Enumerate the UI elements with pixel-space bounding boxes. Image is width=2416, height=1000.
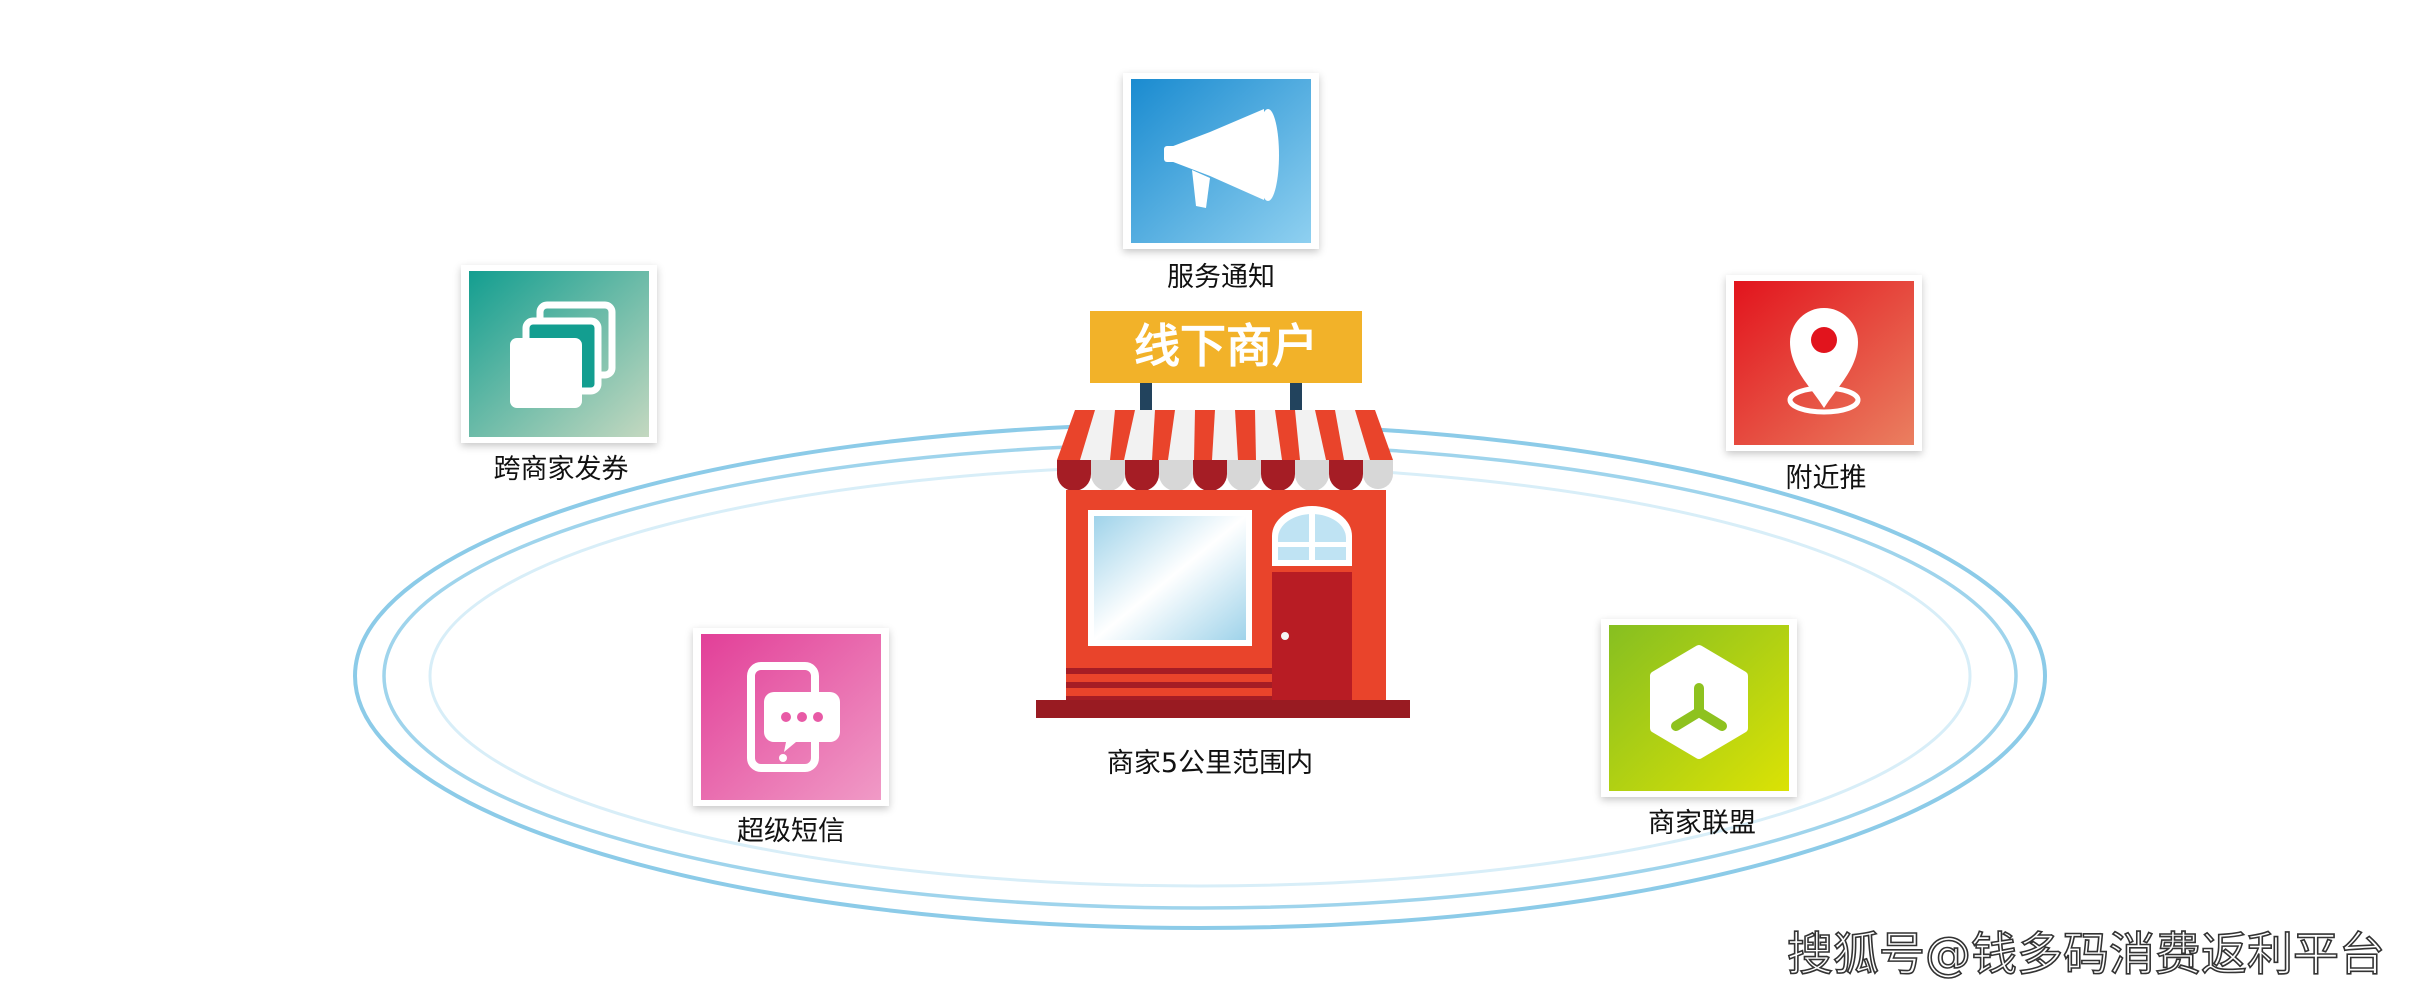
store-counter-stripe-2	[1066, 696, 1272, 700]
door-window-bar	[1309, 512, 1315, 562]
store-illustration: 线下商户	[1036, 311, 1410, 779]
feature-label-coupon: 跨商家发券	[494, 454, 629, 485]
feature-label-nearby: 附近推	[1786, 463, 1867, 494]
watermark-text: 搜狐号@钱多码消费返利平台	[1787, 927, 2385, 981]
store-sign-text: 线下商户	[1134, 319, 1318, 373]
awning-stripes	[1080, 410, 1370, 460]
store-counter-stripe	[1066, 682, 1272, 688]
location-pin-icon	[1787, 308, 1861, 415]
store-window	[1094, 516, 1246, 640]
store-counter	[1066, 668, 1272, 674]
sign-post-left	[1140, 380, 1152, 416]
phone-message-icon	[747, 662, 840, 772]
feature-super-sms[interactable]: 超级短信	[693, 628, 889, 847]
store-base	[1036, 700, 1410, 718]
awning-scallops	[1057, 460, 1393, 491]
sign-post-right	[1290, 380, 1302, 416]
hexagon-alliance-icon	[1650, 645, 1748, 759]
feature-service-notification[interactable]: 服务通知	[1123, 73, 1319, 293]
megaphone-icon	[1164, 109, 1279, 208]
feature-nearby-push[interactable]: 附近推	[1726, 275, 1922, 494]
door-window-bar-h	[1278, 542, 1346, 547]
store-sign	[1090, 311, 1362, 383]
store-caption: 商家5公里范围内	[1107, 748, 1313, 779]
feature-cross-merchant-coupon[interactable]: 跨商家发券	[461, 265, 657, 485]
stacked-cards-icon	[510, 301, 616, 408]
feature-merchant-alliance[interactable]: 商家联盟	[1601, 619, 1797, 839]
feature-label-service: 服务通知	[1167, 262, 1275, 293]
door-knob	[1281, 632, 1289, 640]
feature-label-alliance: 商家联盟	[1648, 808, 1756, 839]
feature-label-sms: 超级短信	[737, 816, 845, 847]
